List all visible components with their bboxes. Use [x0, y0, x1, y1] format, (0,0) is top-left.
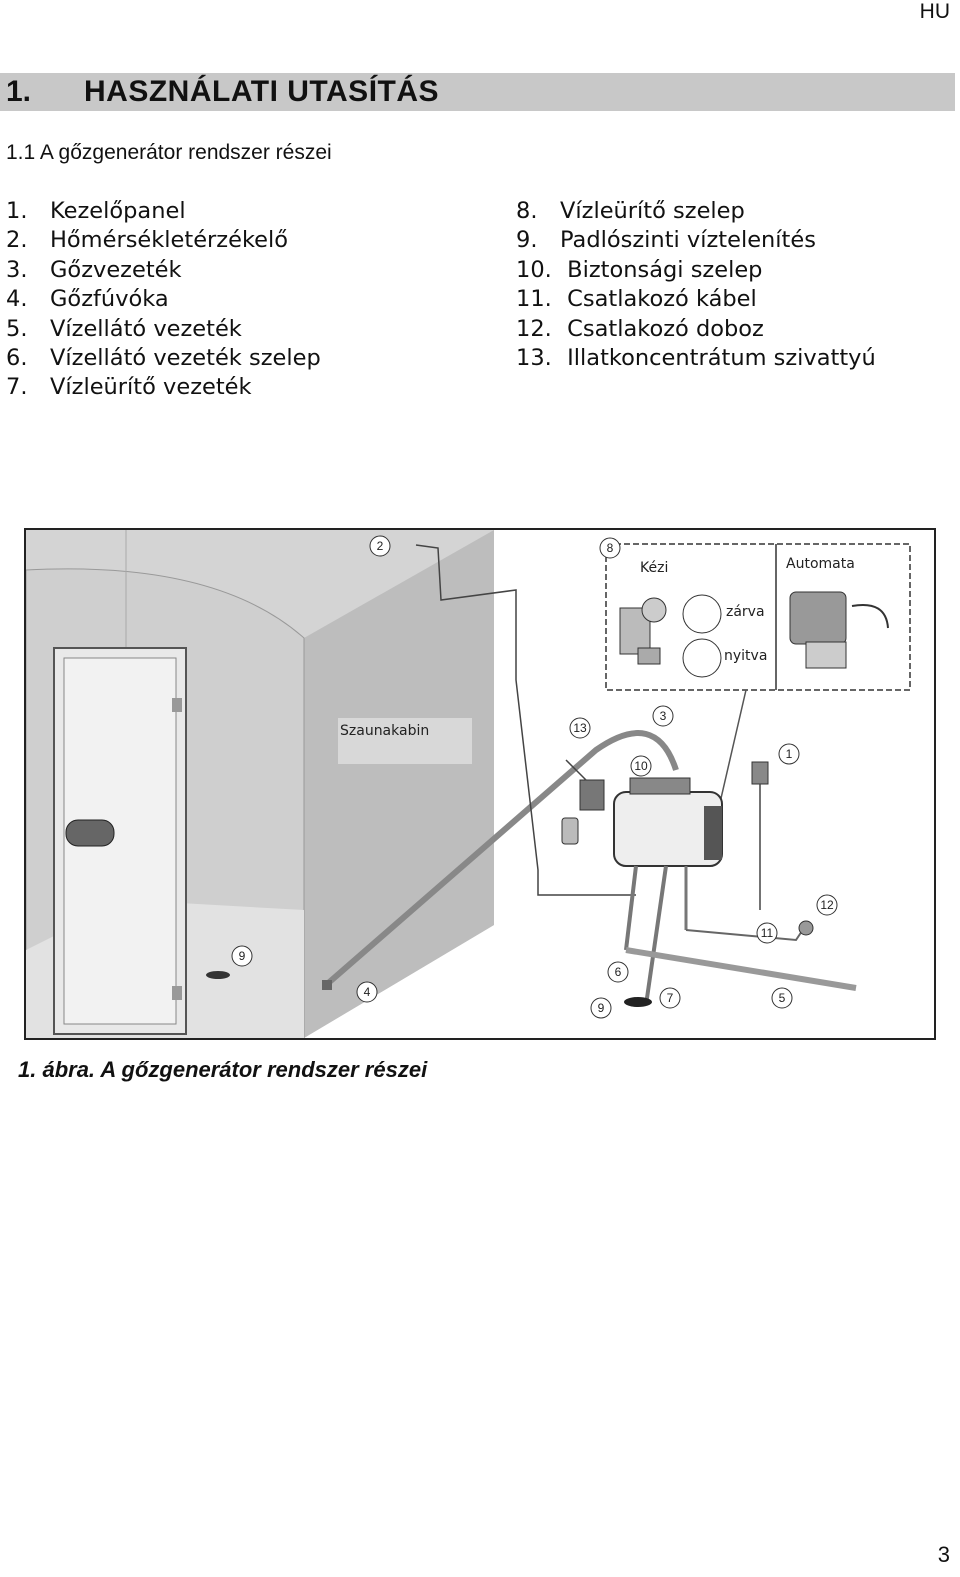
callout-7: 7	[659, 987, 681, 1009]
callout-9: 9	[590, 997, 612, 1019]
list-item: 13. Illatkoncentrátum szivattyú	[516, 345, 876, 372]
svg-text:8: 8	[607, 541, 614, 555]
sauna-cabin-label: Szaunakabin	[340, 723, 429, 739]
callout-11: 11	[756, 922, 778, 944]
connection-cable	[685, 924, 807, 942]
list-item: 3.Gőzvezeték	[6, 256, 182, 283]
callout-2: 2	[369, 535, 391, 557]
control-panel	[751, 761, 769, 785]
svg-text:9: 9	[598, 1001, 605, 1015]
valve-closed-icon	[682, 594, 722, 634]
callout-8: 8	[599, 537, 621, 559]
callout-9-sauna: 9	[231, 945, 253, 967]
section-heading: 1. HASZNÁLATI UTASÍTÁS	[0, 73, 955, 111]
svg-text:4: 4	[364, 985, 371, 999]
callout-1: 1	[778, 743, 800, 765]
scent-pump	[561, 759, 605, 845]
svg-text:3: 3	[660, 709, 667, 723]
junction-box	[798, 920, 814, 936]
svg-text:13: 13	[573, 721, 587, 735]
list-item: 1.Kezelőpanel	[6, 198, 186, 224]
list-item: 7.Vízleürítő vezeték	[6, 374, 252, 401]
list-item: 11. Csatlakozó kábel	[516, 286, 757, 313]
manual-label: Kézi	[640, 560, 668, 576]
list-item: 9.Padlószinti víztelenítés	[516, 227, 816, 254]
steam-generator	[613, 777, 723, 1006]
steam-pipe	[324, 730, 679, 988]
page-number: 3	[937, 1542, 950, 1567]
sauna-side-wall	[304, 530, 494, 1038]
svg-text:10: 10	[634, 759, 648, 773]
automatic-label: Automata	[786, 556, 855, 572]
svg-text:9: 9	[239, 949, 246, 963]
svg-text:7: 7	[667, 991, 674, 1005]
svg-text:5: 5	[779, 991, 786, 1005]
door-handle	[65, 819, 115, 847]
callout-6: 6	[607, 961, 629, 983]
closed-label: zárva	[726, 604, 765, 620]
manual-valve-icon	[619, 597, 667, 665]
svg-text:2: 2	[377, 539, 384, 553]
language-code: HU	[919, 0, 950, 23]
list-item: 2.Hőmérsékletérzékelő	[6, 227, 289, 254]
figure-caption: 1. ábra. A gőzgenerátor rendszer részei	[18, 1057, 428, 1082]
section-number: 1.	[6, 75, 32, 108]
list-item: 4.Gőzfúvóka	[6, 286, 169, 313]
callout-3: 3	[652, 705, 674, 727]
open-label: nyitva	[724, 648, 767, 664]
callout-10: 10	[630, 755, 652, 777]
subsection-title: 1.1 A gőzgenerátor rendszer részei	[6, 141, 332, 164]
steam-nozzle	[322, 980, 332, 990]
list-item: 12. Csatlakozó doboz	[516, 315, 764, 342]
list-item: 5.Vízellátó vezeték	[6, 315, 242, 342]
callout-12: 12	[816, 894, 838, 916]
diagram-illustration: Szaunakabin Kézi Automata zárva nyitva	[26, 530, 911, 1038]
svg-text:12: 12	[820, 898, 834, 912]
callout-4: 4	[356, 981, 378, 1003]
parts-list-right: 8.Vízleürítő szelep 9.Padlószinti víztel…	[516, 197, 956, 373]
valve-open-icon	[682, 638, 722, 678]
svg-text:11: 11	[761, 926, 774, 940]
solenoid-valve-icon	[789, 591, 889, 669]
floor-drain-2	[624, 997, 652, 1007]
callout-5: 5	[771, 987, 793, 1009]
callout-13: 13	[569, 717, 591, 739]
water-supply-pipe	[625, 947, 857, 991]
list-item: 8.Vízleürítő szelep	[516, 198, 745, 224]
svg-text:1: 1	[786, 747, 793, 761]
list-item: 6.Vízellátó vezeték szelep	[6, 345, 321, 372]
system-diagram: Szaunakabin Kézi Automata zárva nyitva	[24, 528, 936, 1040]
svg-text:6: 6	[615, 965, 622, 979]
floor-drain	[206, 971, 230, 979]
section-title: HASZNÁLATI UTASÍTÁS	[84, 75, 440, 108]
list-item: 10. Biztonsági szelep	[516, 256, 763, 283]
parts-list-left: 1.Kezelőpanel 2.Hőmérsékletérzékelő 3.Gő…	[6, 197, 506, 403]
